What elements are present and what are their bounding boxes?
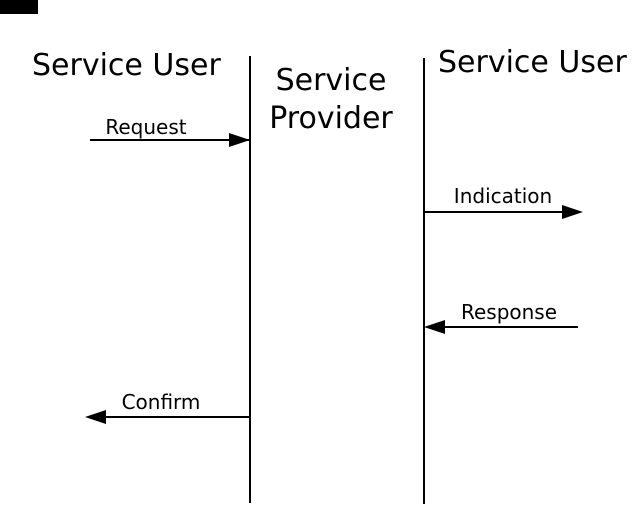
arrowhead-right-icon [562,205,583,219]
message-label: Request [105,115,187,139]
arrowhead-right-icon [229,133,250,147]
left-service-user-label: Service User [32,48,221,83]
message-arrow-shaft [88,416,250,418]
black-artifact-rect [0,0,38,14]
message-label: Indication [453,184,553,208]
arrowhead-left-icon [424,320,445,334]
right-service-user-label: Service User [438,45,627,80]
message-label: Confirm [121,390,201,414]
provider-lifeline [249,56,251,503]
right-user-lifeline [423,58,425,504]
message-arrow-shaft [427,326,578,328]
message-arrow-shaft [425,211,570,213]
arrowhead-left-icon [85,410,106,424]
message-arrow-shaft [90,139,249,141]
message-label: Response [460,300,558,324]
service-provider-label: Service Provider [269,63,393,136]
